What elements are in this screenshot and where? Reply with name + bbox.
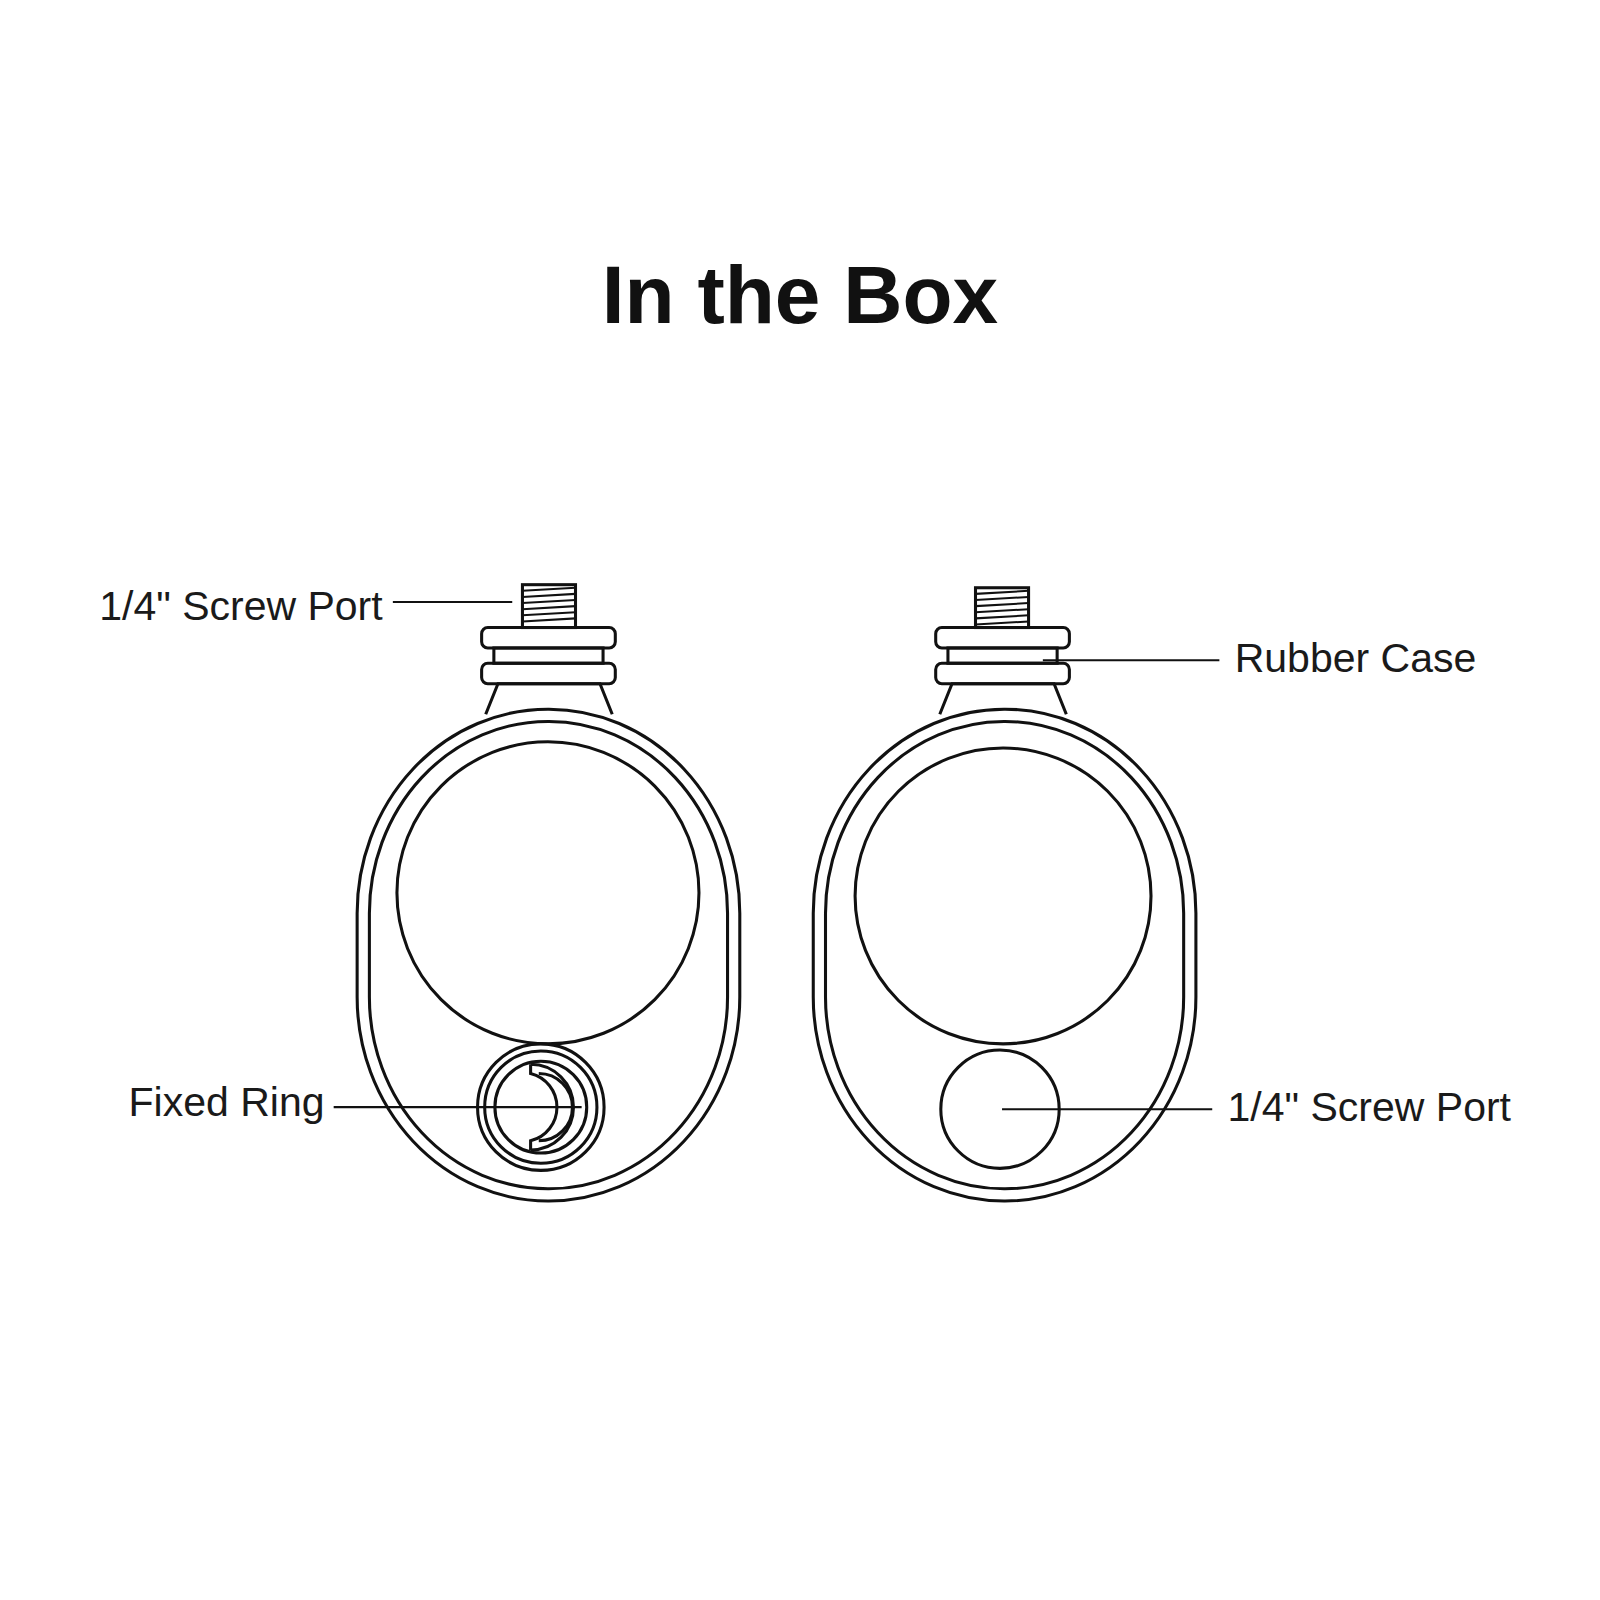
screw-thread xyxy=(522,612,575,615)
part-label: 1/4" Screw Port xyxy=(1228,1086,1511,1131)
part-label: Rubber Case xyxy=(1235,637,1477,682)
screw-thread xyxy=(976,621,1029,624)
screw-thread xyxy=(522,618,575,621)
screw-thread xyxy=(976,591,1029,594)
screw-thread xyxy=(522,600,575,603)
mount-with-ring xyxy=(357,585,740,1201)
screw-thread xyxy=(522,594,575,597)
screw-thread xyxy=(522,588,575,591)
screw-thread xyxy=(976,597,1029,600)
part-label: Fixed Ring xyxy=(129,1081,325,1126)
screw-thread xyxy=(976,603,1029,606)
screw-thread xyxy=(522,606,575,609)
screw-thread xyxy=(976,615,1029,618)
title: In the Box xyxy=(0,250,1600,340)
part-label: 1/4" Screw Port xyxy=(99,585,382,630)
screw-thread xyxy=(976,609,1029,612)
leader-lines xyxy=(334,602,1220,1109)
